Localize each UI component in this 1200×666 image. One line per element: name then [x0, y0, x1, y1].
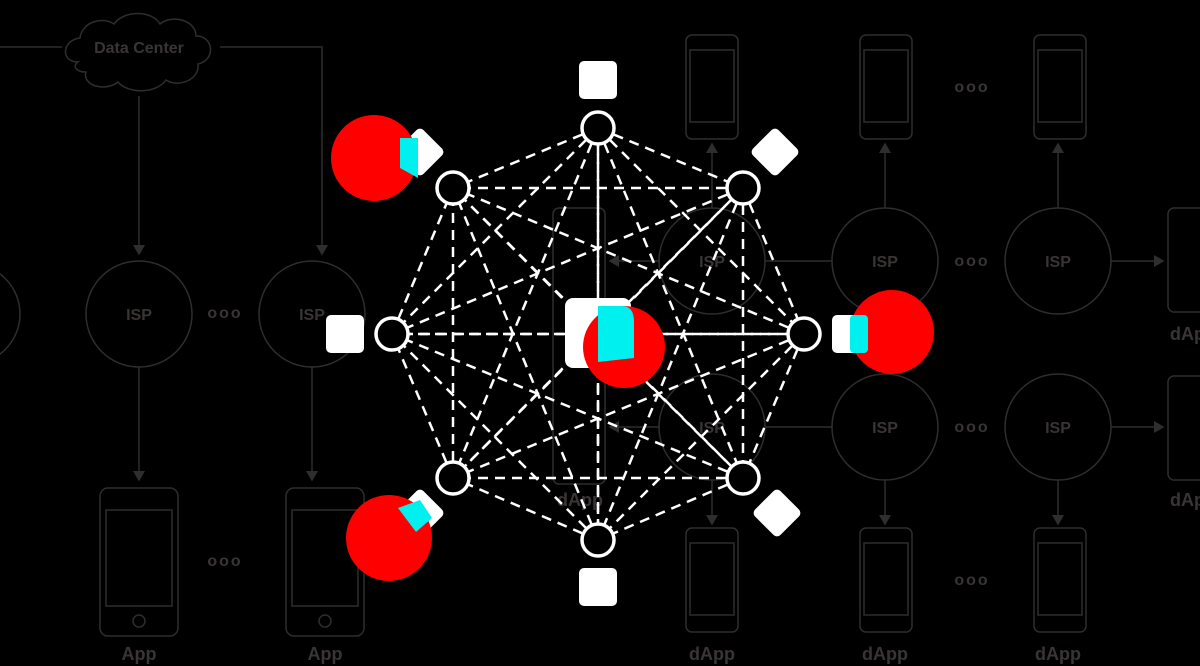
- mesh-link: [390, 187, 455, 335]
- mesh-node: [725, 460, 761, 496]
- app-label: App: [122, 644, 157, 664]
- ellipsis-label: ooo: [207, 553, 242, 570]
- terminal-square: [326, 315, 364, 353]
- phone-icon: [1033, 527, 1087, 633]
- mesh-node: [786, 316, 822, 352]
- center-node: [565, 298, 665, 388]
- dapp-label: dApp: [557, 490, 603, 510]
- ellipsis-label: ooo: [207, 305, 242, 322]
- mesh-node: [580, 110, 616, 146]
- isp-label: ISP: [299, 307, 325, 324]
- mesh-nodes: [374, 110, 822, 558]
- ellipsis-label: ooo: [954, 79, 989, 96]
- phone-screen: [863, 49, 909, 123]
- isp-label: ISP: [126, 307, 152, 324]
- mesh-link: [391, 332, 744, 480]
- red-blob: [331, 115, 417, 201]
- isp-node: [85, 260, 193, 368]
- mesh-link: [452, 126, 599, 190]
- mesh-node: [374, 316, 410, 352]
- mesh-link: [391, 186, 744, 336]
- centralized-labels: Data Center ISP ISP App App ooo ooo: [94, 40, 342, 664]
- isp-node: [0, 273, 21, 355]
- ellipsis-label: ooo: [954, 253, 989, 270]
- phone-icon: [859, 527, 913, 633]
- phone-icon: [1167, 375, 1200, 481]
- dapp-label: dApp: [862, 644, 908, 664]
- red-blob: [850, 290, 934, 374]
- mesh-link: [741, 187, 806, 335]
- terminal-square: [579, 568, 617, 606]
- mesh-node: [725, 170, 761, 206]
- mesh-link: [452, 476, 599, 542]
- dapp-label: dApp: [1170, 490, 1200, 510]
- decentralized-network: [552, 34, 1200, 633]
- phone-screen: [689, 542, 735, 616]
- mesh-link: [452, 332, 805, 480]
- mesh-link: [596, 187, 745, 541]
- phone-screen: [291, 509, 359, 607]
- isp-label: ISP: [1045, 420, 1071, 437]
- mesh-link: [597, 476, 744, 542]
- phone-icon: [99, 487, 179, 637]
- phone-icon: [1167, 207, 1200, 313]
- cyan-blob: [598, 306, 634, 362]
- mesh-node: [580, 522, 616, 558]
- phone-screen: [689, 49, 735, 123]
- phone-screen: [105, 509, 173, 607]
- cyan-blob: [850, 315, 868, 353]
- dapp-label: dApp: [1035, 644, 1081, 664]
- cyan-blob: [400, 138, 418, 178]
- isp-label: ISP: [699, 254, 725, 271]
- isp-label: ISP: [872, 420, 898, 437]
- phone-button: [318, 614, 332, 628]
- app-label: App: [308, 644, 343, 664]
- mesh-link: [452, 186, 805, 336]
- mesh-link: [451, 187, 600, 541]
- isp-label: ISP: [1045, 254, 1071, 271]
- mesh-link: [390, 333, 455, 479]
- phone-screen: [1037, 49, 1083, 123]
- terminal-square: [579, 61, 617, 99]
- decentralized-labels: ISP ISP ISP ISP ISP ISP ooo ooo ooo ooo …: [557, 79, 1200, 664]
- mesh-node: [435, 460, 471, 496]
- terminal-square: [751, 128, 799, 176]
- mesh-node: [435, 170, 471, 206]
- terminal-square: [753, 489, 801, 537]
- phone-icon: [685, 527, 739, 633]
- link-line: [220, 46, 328, 256]
- mesh-link: [597, 126, 744, 190]
- phone-icon: [685, 34, 739, 140]
- phone-button: [132, 614, 146, 628]
- isp-label: ISP: [872, 254, 898, 271]
- ellipsis-label: ooo: [954, 419, 989, 436]
- phone-icon: [859, 34, 913, 140]
- centralized-network: [0, 12, 366, 637]
- ellipsis-label: ooo: [954, 572, 989, 589]
- cloud-data-center: [64, 12, 212, 92]
- phone-screen: [863, 542, 909, 616]
- cyan-blob: [398, 500, 432, 532]
- phone-screen: [1037, 542, 1083, 616]
- isp-node: [258, 260, 366, 368]
- dapp-label: dApp: [689, 644, 735, 664]
- dapp-label: dApp: [1170, 324, 1200, 344]
- data-center-label: Data Center: [94, 40, 184, 57]
- accent-blobs: [331, 115, 934, 581]
- phone-icon: [1033, 34, 1087, 140]
- mesh-link: [741, 333, 806, 479]
